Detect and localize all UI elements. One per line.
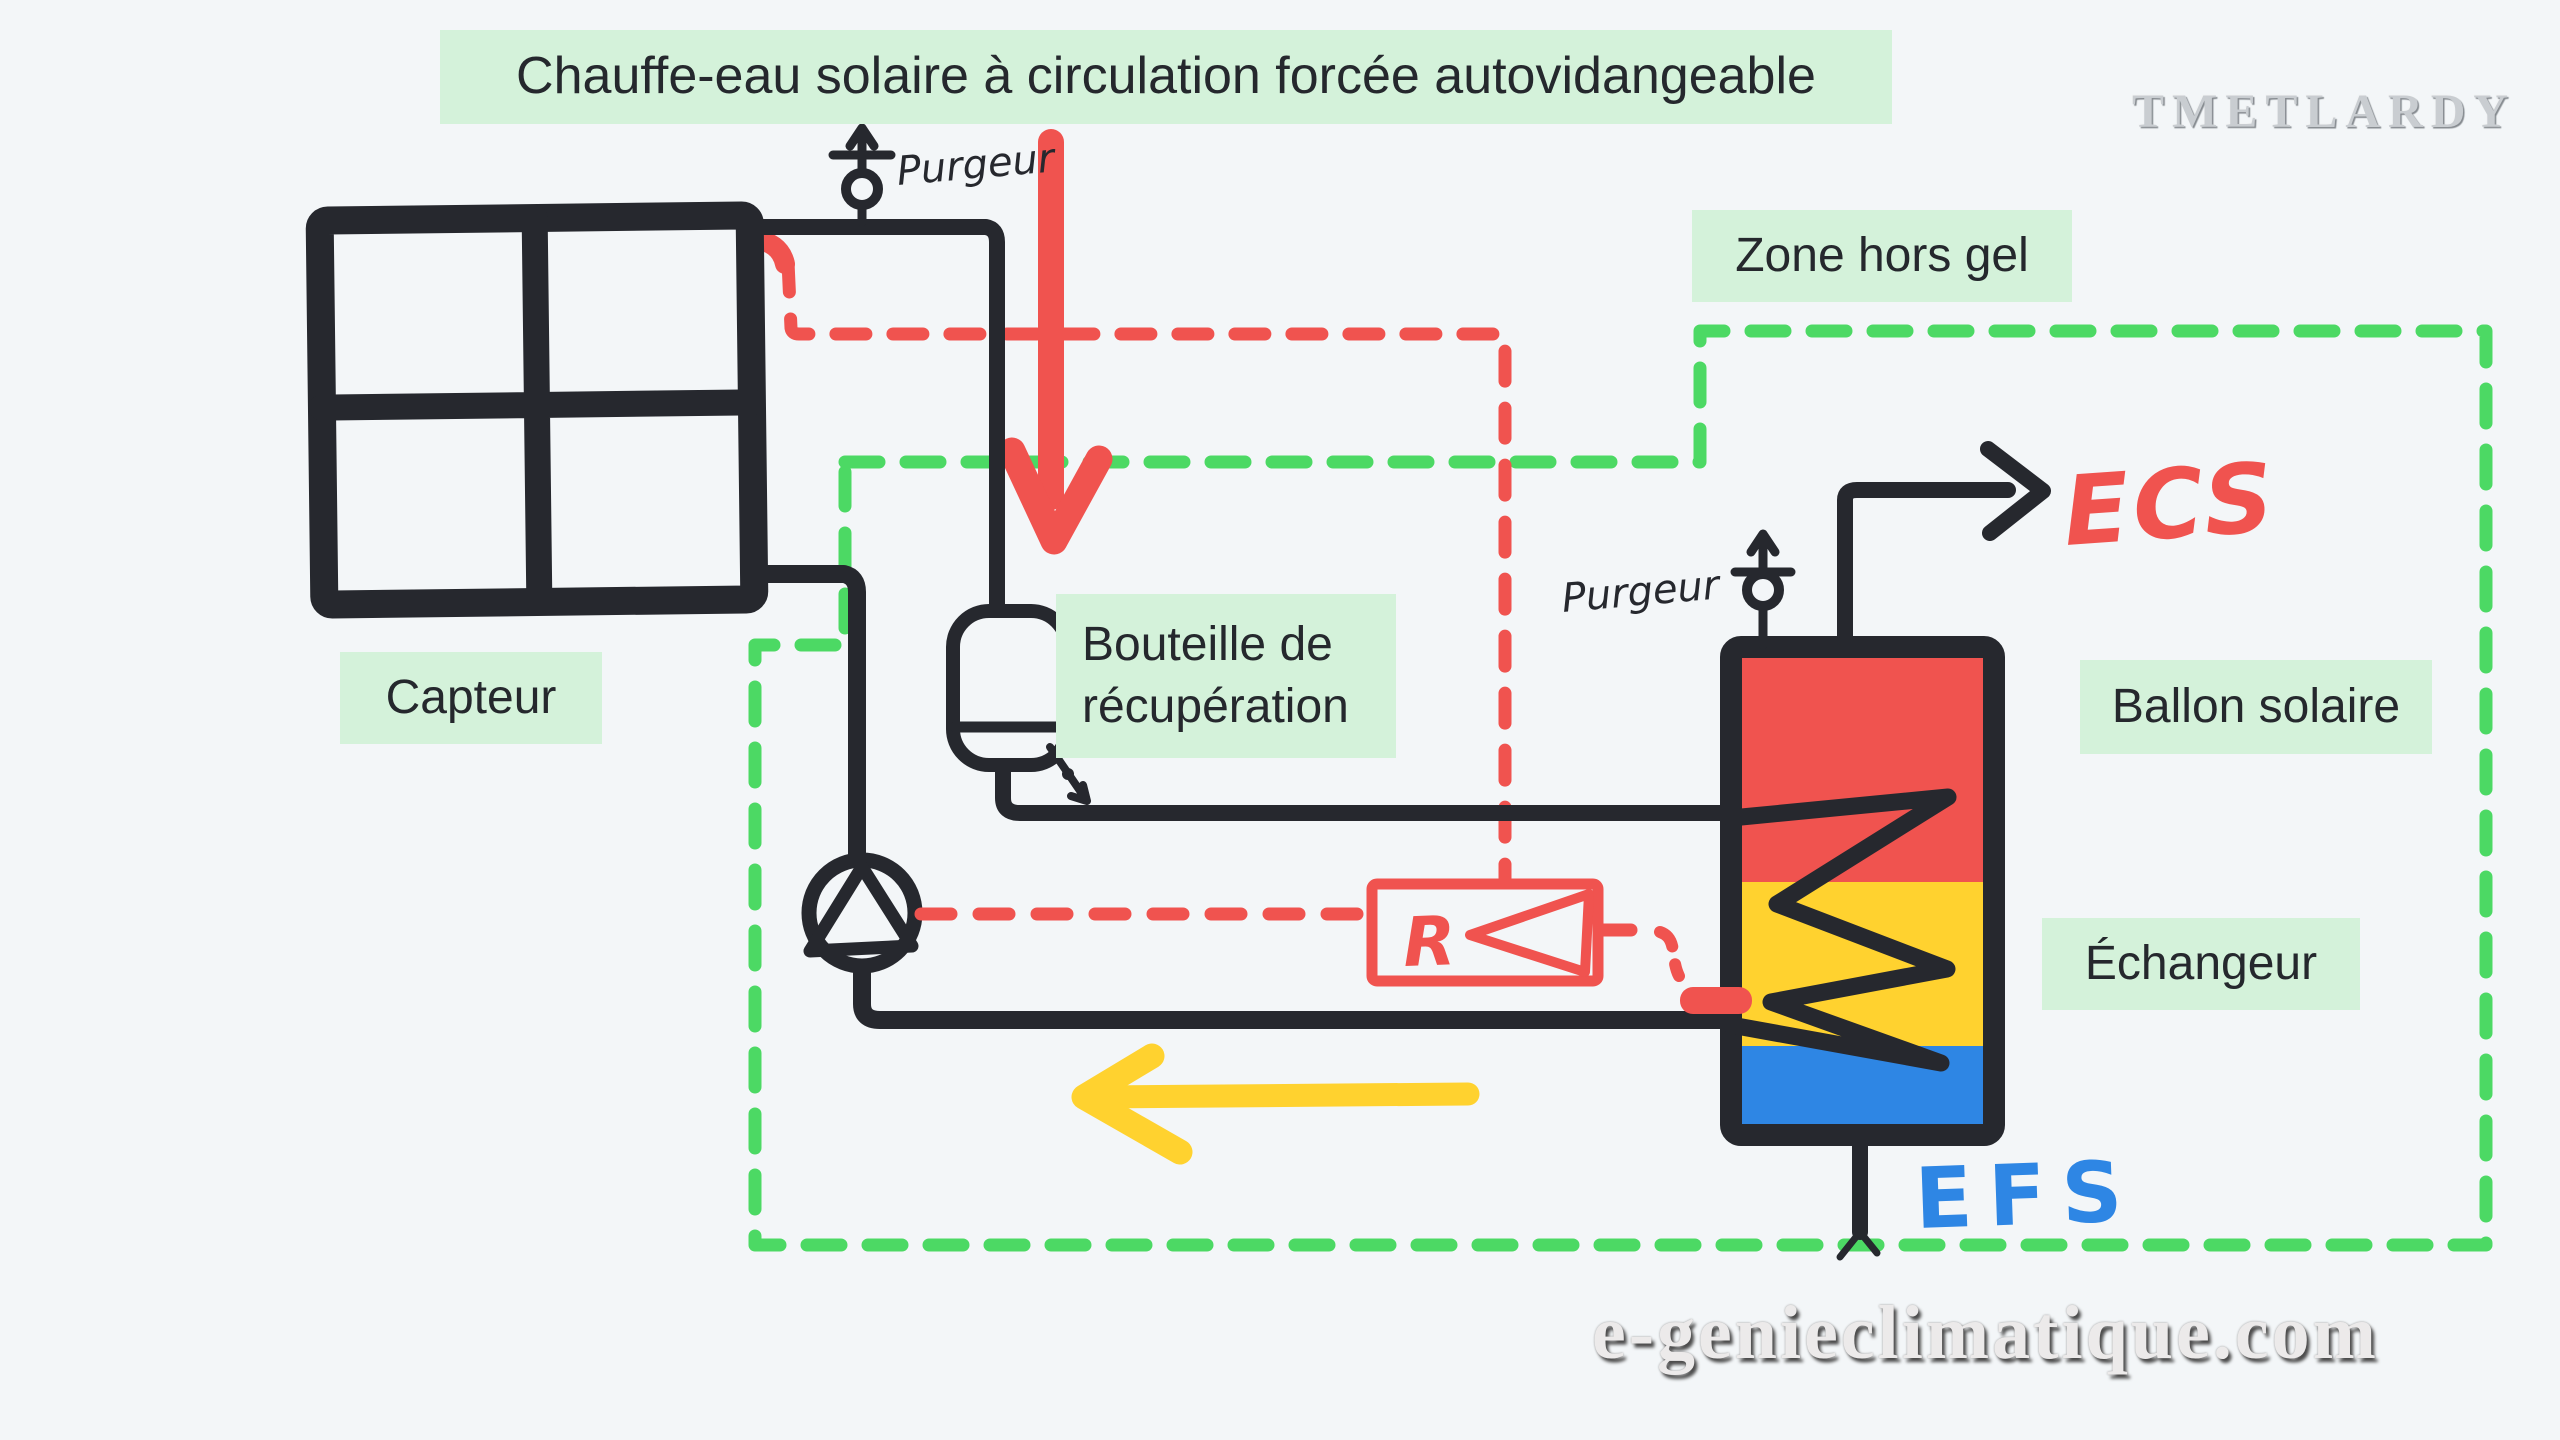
pipe-efs-inlet [1836,1128,1881,1261]
cold-flow-arrow [1071,1043,1480,1165]
regulator-box [1366,878,1604,987]
label-bouteille: Bouteille de récupération [1056,594,1396,758]
label-bouteille-line1: Bouteille de [1082,617,1333,671]
air-vent-collector-label: Purgeur [895,135,1059,195]
ecs-arrowhead [1980,441,2051,541]
page-title: Chauffe-eau solaire à circulation forcée… [440,30,1892,124]
pump [801,852,923,974]
label-capteur: Capteur [340,652,602,744]
tank-probe [1680,987,1752,1014]
watermark-site: e-genieclimatique.com [1592,1291,2379,1375]
tank-cold-layer [1740,1046,1986,1128]
sensor-line-tank [1594,923,1752,1014]
label-bouteille-line2: récupération [1082,680,1349,733]
zone-hors-gel-boundary [748,324,2493,1252]
heat-exchanger-coil [1722,788,1957,1072]
hot-flow-arrow [998,129,1113,555]
ecs-label: ECS [2060,441,2281,568]
air-vent-collector-icon [828,123,896,227]
tank-shell [1720,636,2005,1146]
sensor-line-collector [781,255,1512,885]
pipe-pump-return [853,954,1740,1029]
watermark-author: TMETLARDY [2132,85,2517,138]
air-vent-tank-icon [1730,529,1796,650]
pipe-ecs-outlet [1837,441,2051,655]
regulator-label: R [1402,902,1457,983]
air-vent-tank-label: Purgeur [1560,562,1724,622]
efs-label: EFS [1913,1142,2140,1248]
solar-tank [1720,636,2005,1146]
pipe-collector-bottom [744,565,866,870]
pipe-bottle-to-tank [995,756,1739,821]
pipe-collector-top [746,219,1005,620]
label-ballon-solaire: Ballon solaire [2080,660,2432,754]
label-zone-hors-gel: Zone hors gel [1692,210,2072,302]
solar-collector [305,201,769,619]
label-echangeur: Échangeur [2042,918,2360,1010]
